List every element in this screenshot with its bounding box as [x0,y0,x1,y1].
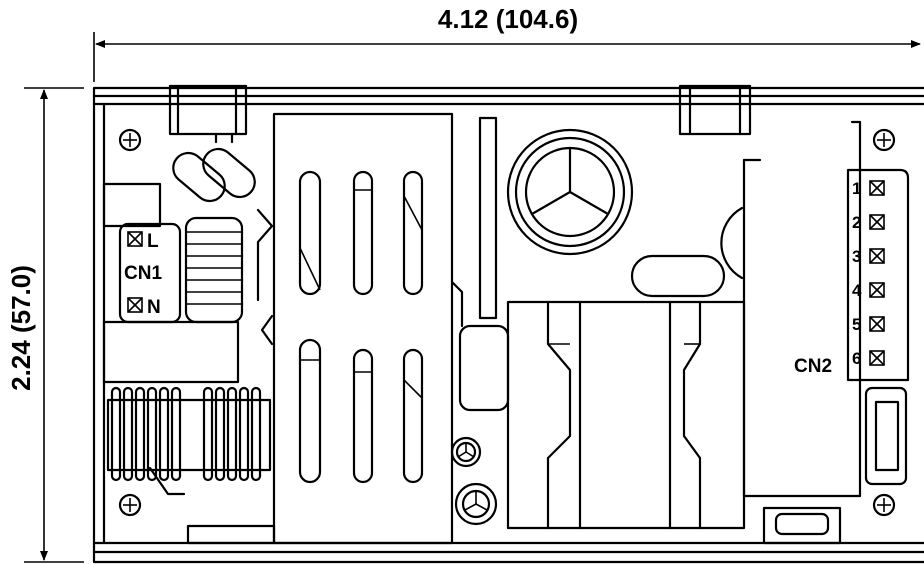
opto-component [458,324,510,412]
mounting-hole-bottom-right [872,493,896,517]
cn1-label: CN1 [124,263,162,284]
small-cap-2 [454,482,498,526]
mounting-hole-top-left [118,128,142,152]
top-clip-left [168,84,248,144]
cn1-pin-l: L [127,231,159,252]
cn2-label: CN2 [794,356,832,377]
cn2-pin-1: 1 [852,179,885,198]
cn2-pin-4: 4 [852,281,885,300]
cn1-connector: L CN1 N [118,222,182,324]
cn2-pin-label: 3 [852,247,861,266]
width-dimension: 4.12 (104.6) [93,4,921,82]
cn2-pin-3: 3 [852,247,885,266]
cn2-pin-label: 6 [852,349,861,368]
common-mode-choke [184,216,244,324]
fuse-capsules [172,147,256,203]
cn2-pin-label: 1 [852,179,861,198]
cn2-pin-label: 5 [852,315,861,334]
transformer-block [506,300,746,530]
height-dimension-label: 2.24 (57.0) [6,265,36,391]
vertical-standoff [450,116,498,328]
cn2-pin-label: 2 [852,213,861,232]
x-capacitor [256,208,274,346]
cn1-pin-label: L [147,231,159,252]
top-clip-right [678,84,752,136]
bulk-capacitor [506,128,634,256]
secondary-heatsink [742,120,862,498]
cn1-pin-n: N [127,297,161,318]
width-dimension-label: 4.12 (104.6) [438,4,578,34]
bottom-left-strip [186,524,276,545]
primary-heatsink [272,112,454,545]
mounting-hole-top-right [872,128,896,152]
inductor-coils [106,386,272,496]
oval-component [630,254,726,298]
cn2-pin-2: 2 [852,213,885,232]
cn2-pins: 1 2 3 4 5 6 [852,179,885,368]
height-dimension: 2.24 (57.0) [6,87,84,563]
cn2-pin-label: 4 [852,281,862,300]
small-cap-1 [450,436,482,468]
cn2-housing [846,168,910,486]
cn2-pin-6: 6 [852,349,885,368]
mounting-hole-bottom-left [118,493,142,517]
bottom-right-latch [762,506,842,545]
cn2-pin-5: 5 [852,315,885,334]
small-capacitor-right [720,206,744,280]
cn1-pin-label: N [147,297,161,318]
